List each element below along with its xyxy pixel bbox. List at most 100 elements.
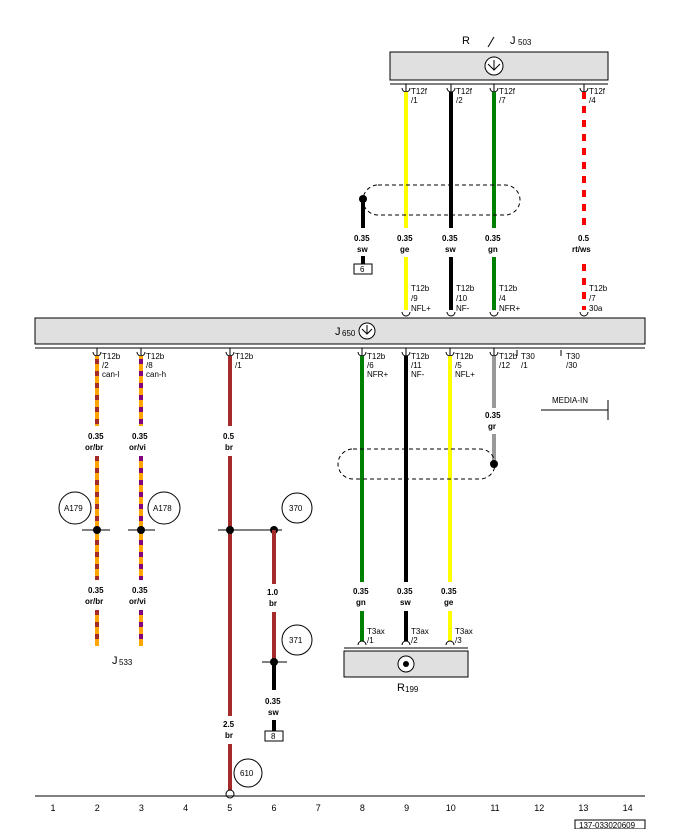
wire-size-gn: 0.35 xyxy=(353,587,369,596)
wire-size-4: 0.35 xyxy=(485,234,501,243)
wire-color-sw-ground: sw xyxy=(268,708,279,717)
wire-color-br-main: br xyxy=(225,731,233,740)
ruler-number: 12 xyxy=(534,803,544,813)
ref-610 xyxy=(233,758,263,788)
j650-bot-pin-2-num: /2 xyxy=(102,361,109,370)
j650-bot-pin-6-conn: T12b xyxy=(367,352,386,361)
j650-bot-pin-1-conn: T12b xyxy=(235,352,254,361)
label-r199: R xyxy=(397,682,405,694)
ref-a178-label: A178 xyxy=(153,504,172,513)
wire-color-can-h-lower: or/vi xyxy=(129,597,146,606)
j650-top-pin-4-sig: NFR+ xyxy=(499,304,520,313)
r199-pin-2-conn: T3ax xyxy=(411,627,429,636)
ground-box-8-label: 8 xyxy=(271,732,276,741)
label-j533-sub: 533 xyxy=(119,658,133,667)
wire-size-sw: 0.35 xyxy=(397,587,413,596)
wire-color-sw: sw xyxy=(400,598,411,607)
wire-color-can-l-upper: or/br xyxy=(85,443,103,452)
j650-bot-pin-2-sig: can-l xyxy=(102,370,120,379)
ruler-number: 4 xyxy=(183,803,188,813)
ruler-number: 10 xyxy=(446,803,456,813)
wire-size-can-h-upper: 0.35 xyxy=(132,432,148,441)
ground-box-6 xyxy=(353,263,373,275)
label-j503-sub: 503 xyxy=(518,38,532,47)
pin-t12f-7-conn: T12f xyxy=(499,87,516,96)
j650-bot-pin-11-sig: NF- xyxy=(411,370,425,379)
j650-bot-pin-12-num: /12 xyxy=(499,361,511,370)
j650-top-pin-9-sig: NFL+ xyxy=(411,304,431,313)
j650-bot-pin-5-sig: NFL+ xyxy=(455,370,475,379)
wire-color-br-upper: br xyxy=(225,443,233,452)
pin-t12f-7-num: /7 xyxy=(499,96,506,105)
ruler-number: 13 xyxy=(578,803,588,813)
j650-top-pin-7-num: /7 xyxy=(589,294,596,303)
label-j650: J xyxy=(335,326,341,338)
wire-color-3: sw xyxy=(445,245,456,254)
component-j650: J 650 xyxy=(34,317,646,349)
wire-size-2: 0.35 xyxy=(397,234,413,243)
j650-top-pin-10-num: /10 xyxy=(456,294,468,303)
ruler-number: 9 xyxy=(404,803,409,813)
j650-top-pin-4-num: /4 xyxy=(499,294,506,303)
ref-610-label: 610 xyxy=(240,769,254,778)
wire-size-can-h-lower: 0.35 xyxy=(132,586,148,595)
j650-bot-pin-11-num: /11 xyxy=(411,361,422,370)
shield-loop-lower xyxy=(337,448,496,480)
ref-a178 xyxy=(147,491,181,525)
wire-color-1: sw xyxy=(357,245,368,254)
ref-371 xyxy=(281,624,313,656)
j650-bot-pin-8-conn: T12b xyxy=(146,352,165,361)
ruler-number: 5 xyxy=(227,803,232,813)
j650-top-pin-9-conn: T12b xyxy=(411,284,430,293)
j650-bot-pin-11-conn: T12b xyxy=(411,352,430,361)
wire-size-br-branch: 1.0 xyxy=(267,588,279,597)
pin-t12f-4-num: /4 xyxy=(589,96,596,105)
wire-color-can-l-lower: or/br xyxy=(85,597,103,606)
pin-t12f-1-num: /1 xyxy=(411,96,418,105)
wire-size-ge: 0.35 xyxy=(441,587,457,596)
wire-size-can-l-upper: 0.35 xyxy=(88,432,104,441)
j650-bot-pin-6-num: /6 xyxy=(367,361,374,370)
r199-pin-3-num: /3 xyxy=(455,636,462,645)
wire-color-2: ge xyxy=(400,245,410,254)
wire-size-gr: 0.35 xyxy=(485,411,501,420)
j650-bot-pin-5-conn: T12b xyxy=(455,352,474,361)
wire-color-5: rt/ws xyxy=(572,245,591,254)
wire-color-gr: gr xyxy=(488,422,496,431)
j650-top-pin-10-conn: T12b xyxy=(456,284,475,293)
j650-top-pin-10-sig: NF- xyxy=(456,304,470,313)
j650-top-pin-9-num: /9 xyxy=(411,294,418,303)
pin-t12f-2-conn: T12f xyxy=(456,87,473,96)
wire-size-1: 0.35 xyxy=(354,234,370,243)
j650-bot-pin-8-sig: can-h xyxy=(146,370,166,379)
wire-size-3: 0.35 xyxy=(442,234,458,243)
ref-370-label: 370 xyxy=(289,504,303,513)
j650-bot-pin-8-num: /8 xyxy=(146,361,153,370)
pin-t12f-4-conn: T12f xyxy=(589,87,606,96)
shield-loop-upper xyxy=(362,184,521,216)
j650-bot-pin-t30-30-num: /30 xyxy=(566,361,578,370)
ruler-number: 2 xyxy=(95,803,100,813)
wire-color-4: gn xyxy=(488,245,498,254)
ruler-number: 8 xyxy=(360,803,365,813)
component-r-j503: R J 503 xyxy=(389,35,609,85)
j650-bot-pin-5-num: /5 xyxy=(455,361,462,370)
label-j650-sub: 650 xyxy=(342,329,356,338)
ruler-number: 7 xyxy=(316,803,321,813)
j650-bot-pin-t30-30-conn: T30 xyxy=(566,352,580,361)
label-j503: J xyxy=(510,35,516,47)
j650-top-pin-7-conn: T12b xyxy=(589,284,608,293)
j650-bot-pin-6-sig: NFR+ xyxy=(367,370,388,379)
ruler-number: 14 xyxy=(623,803,633,813)
drawing-id: 137-033020609 xyxy=(579,821,636,829)
wire-size-can-l-lower: 0.35 xyxy=(88,586,104,595)
media-in-label: MEDIA-IN xyxy=(552,396,588,405)
label-r: R xyxy=(462,35,470,47)
r199-pin-3-conn: T3ax xyxy=(455,627,473,636)
wire-size-br-main: 2.5 xyxy=(223,720,235,729)
wire-color-ge: ge xyxy=(444,598,454,607)
wire-size-sw-ground: 0.35 xyxy=(265,697,281,706)
j650-top-pin-7-sig: 30a xyxy=(589,304,603,313)
